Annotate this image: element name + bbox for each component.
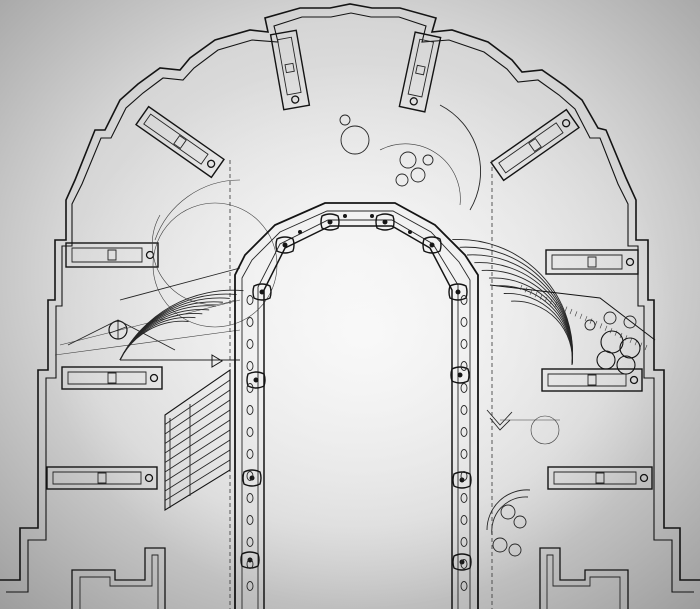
column-dot [460, 515, 468, 525]
column-dot [460, 537, 468, 547]
column-dot [460, 295, 468, 305]
hatch-mark [549, 299, 553, 305]
column-dot [246, 559, 254, 569]
hatch-mark [614, 330, 618, 336]
wall-niche [398, 31, 442, 113]
ornament-cluster-upper [339, 114, 434, 187]
stair-tread [452, 238, 573, 366]
column-dot [246, 449, 254, 459]
stair-step [164, 459, 231, 501]
stair-step [164, 389, 231, 435]
arcade-pier [252, 283, 272, 301]
wall-niche [545, 249, 639, 275]
column-dot [460, 427, 468, 437]
hatch-mark [524, 287, 528, 293]
central-arcade [234, 202, 479, 609]
column-dot [246, 295, 254, 305]
stair-flight-lower-left [164, 368, 231, 511]
hatch-mark [574, 311, 578, 317]
wall-niche [269, 29, 311, 111]
column-dot [460, 581, 468, 591]
wall-niche [490, 108, 580, 182]
wall-niche [547, 466, 653, 490]
hatch-mark [554, 301, 558, 307]
wall-niche [135, 105, 225, 179]
stair-outline [164, 368, 231, 511]
arcade-pier [448, 283, 468, 301]
hatch-mark [559, 304, 563, 310]
column-dot [246, 471, 254, 481]
arcade-columns [240, 213, 472, 591]
column-dot [460, 559, 468, 569]
hatch-mark [529, 289, 533, 295]
column-dot [246, 383, 254, 393]
wall-niche [541, 368, 643, 392]
hatch-mark [544, 296, 548, 303]
hatch-mark [604, 325, 608, 331]
stair-step [164, 439, 231, 482]
stair-step [164, 419, 231, 463]
wall-niches [46, 29, 653, 490]
stair-step [164, 409, 231, 454]
column-dot [298, 230, 302, 234]
column-dot [246, 361, 254, 371]
column-dot [408, 230, 412, 234]
hatch-mark [589, 318, 593, 324]
arcade-pier [422, 236, 442, 254]
column-dot [460, 383, 468, 393]
column-dot [370, 214, 374, 218]
arcade-pier [320, 213, 340, 231]
hatch-mark [534, 292, 538, 298]
stair-fan-left [119, 267, 244, 361]
arcade-pier [375, 213, 395, 231]
pier-base-bottom-left [71, 547, 166, 609]
column-dot [460, 449, 468, 459]
hatch-mark [539, 294, 543, 300]
hatch-mark [569, 308, 573, 315]
column-dot [343, 214, 347, 218]
arcade-pier [240, 551, 260, 569]
column-dot [246, 493, 254, 503]
stair-step [164, 399, 231, 444]
column-dot [246, 405, 254, 415]
ornament-cluster-right [584, 311, 641, 375]
column-dot [246, 427, 254, 437]
hatch-mark [564, 306, 568, 312]
stair-step [164, 429, 231, 473]
hatch-mark [584, 316, 588, 322]
ornament-cluster-lower-right [486, 489, 531, 557]
stair-fan-right [452, 238, 656, 366]
wall-niche [46, 466, 158, 490]
hatch-mark [644, 344, 648, 351]
column-dot [246, 339, 254, 349]
column-dot [460, 493, 468, 503]
stair-step [164, 449, 231, 492]
wall-niche [61, 366, 163, 390]
column-dot [246, 515, 254, 525]
column-dot [460, 471, 468, 481]
pier-base-bottom-right [539, 547, 629, 609]
column-dot [460, 317, 468, 327]
hatch-mark [519, 284, 523, 291]
arcade-pier [275, 236, 295, 254]
column-dot [460, 361, 468, 371]
column-dot [246, 317, 254, 327]
trefoil-ornament-left [67, 319, 223, 368]
stair-edge [489, 284, 656, 341]
arcade-pier [246, 371, 266, 389]
chevron-hatch-right [486, 409, 560, 431]
column-dot [246, 581, 254, 591]
arcade-pier [450, 366, 470, 384]
hatch-mark [599, 323, 603, 329]
hatch-mark [579, 313, 583, 319]
wall-niche [65, 242, 159, 268]
column-dot [246, 537, 254, 547]
stair-step [164, 379, 231, 425]
column-dot [460, 405, 468, 415]
stair-tread [119, 289, 244, 361]
column-dot [460, 339, 468, 349]
